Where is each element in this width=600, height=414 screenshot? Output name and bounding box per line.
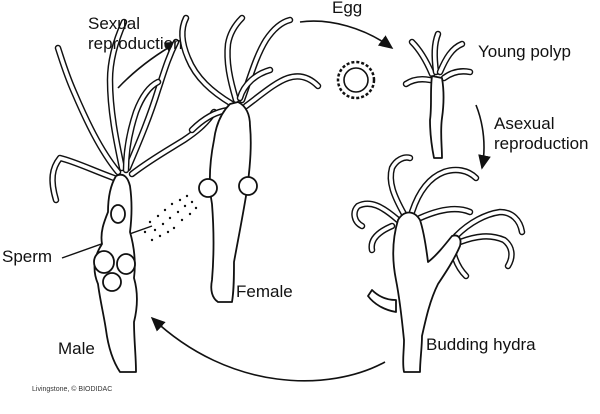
label-budding-hydra: Budding hydra <box>426 335 536 354</box>
female-egg-bud <box>198 178 218 198</box>
male-hydra <box>49 18 218 373</box>
label-sexual-reproduction: Sexual reproduction <box>88 14 183 53</box>
cycle-arrow-asexual <box>475 104 491 170</box>
male-testis <box>102 272 122 292</box>
female-egg-bud <box>238 176 258 196</box>
male-testis <box>110 204 126 224</box>
male-testis <box>93 250 115 274</box>
budding-hydra <box>351 154 526 373</box>
label-female: Female <box>236 282 293 301</box>
cycle-arrow-egg <box>299 20 394 49</box>
label-asexual-reproduction: Asexual reproduction <box>494 114 589 153</box>
sperm-cloud <box>143 194 198 242</box>
label-sperm: Sperm <box>2 247 53 266</box>
female-hydra <box>179 14 322 303</box>
cycle-arrow-return <box>150 316 386 382</box>
young-polyp <box>402 30 474 159</box>
label-male: Male <box>58 339 95 358</box>
male-testis <box>116 253 136 275</box>
label-egg: Egg <box>332 0 363 17</box>
image-credit: Livingstone, © BIODIDAC <box>32 386 113 393</box>
egg <box>336 60 376 100</box>
label-young-polyp: Young polyp <box>478 42 571 61</box>
